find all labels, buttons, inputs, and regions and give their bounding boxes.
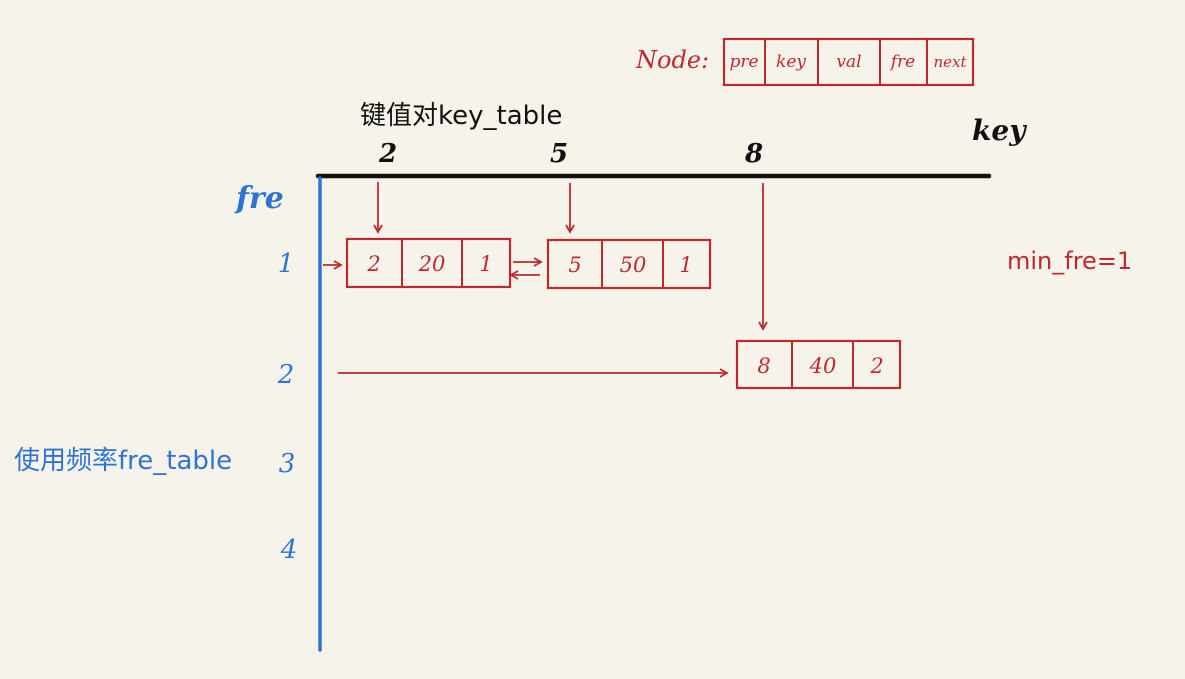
key-axis-label: key	[972, 114, 1027, 147]
node-fre-value: 2	[869, 354, 883, 378]
node-val-value: 20	[418, 252, 446, 276]
node-legend-label: Node:	[635, 46, 709, 74]
node-key-8: 8 40 2	[735, 339, 902, 390]
fre-row-2: 2	[277, 360, 295, 390]
node-fre-value: 1	[679, 253, 692, 277]
node-field-fre: fre	[889, 52, 915, 72]
fre-row-4: 4	[280, 535, 298, 565]
node-field-val: val	[836, 52, 861, 72]
fre-row-1: 1	[278, 249, 295, 279]
fre-row-3: 3	[279, 449, 296, 479]
fre-axis-label: fre	[234, 181, 284, 216]
fre-table-title: 使用频率fre_table	[14, 446, 232, 476]
node-key-value: 8	[757, 354, 770, 378]
node-box	[735, 339, 902, 390]
node-fre-value: 1	[479, 252, 492, 276]
node-box	[546, 238, 712, 290]
min-fre-label: min_fre=1	[1007, 247, 1132, 275]
node-val-value: 40	[809, 354, 837, 378]
node-field-pre: pre	[729, 52, 758, 72]
node-key-value: 2	[366, 252, 380, 276]
node-val-value: 50	[620, 253, 647, 277]
node-box	[345, 237, 512, 289]
key-label-8: 8	[744, 139, 763, 169]
node-legend-box	[722, 37, 975, 87]
node-key-5: 5 50 1	[546, 238, 712, 290]
key-label-2: 2	[378, 139, 397, 169]
node-legend: Node: pre key val fre next	[635, 37, 975, 87]
key-table-title: 键值对key_table	[360, 101, 562, 131]
node-field-key: key	[776, 52, 806, 72]
key-label-5: 5	[550, 139, 568, 169]
node-key-value: 5	[568, 253, 581, 277]
node-field-next: next	[933, 53, 967, 71]
node-key-2: 2 20 1	[345, 237, 512, 289]
